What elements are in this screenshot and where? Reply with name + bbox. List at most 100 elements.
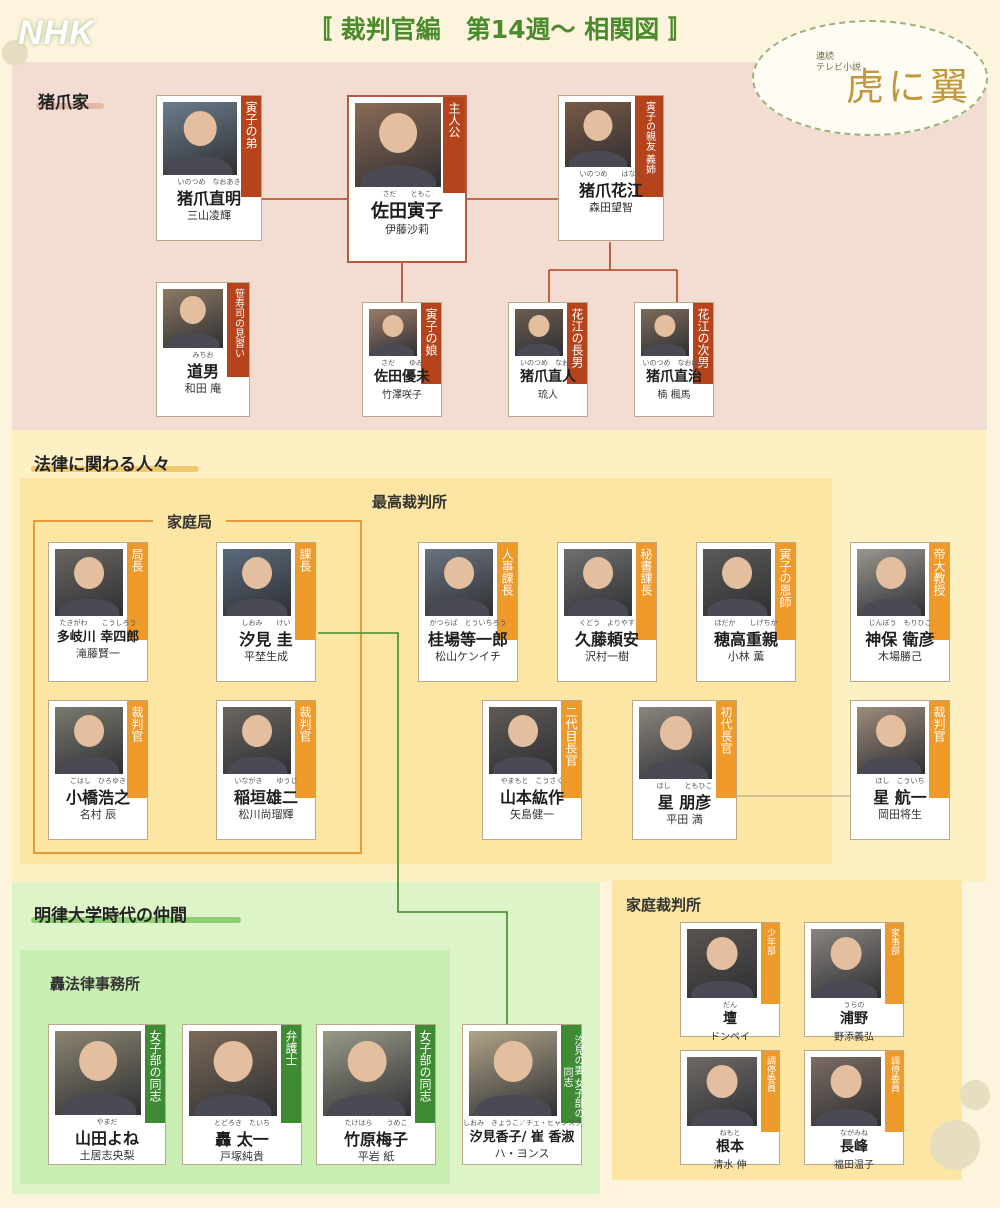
role-tag: 裁判官	[929, 701, 949, 798]
character-card-naoto[interactable]: 花江の長男いのつめ なおと猪爪直人琉人	[508, 302, 588, 417]
name-reading: たけはら うめこ	[344, 1119, 408, 1127]
portrait-body	[861, 757, 921, 774]
role-tag: 家事部	[885, 923, 903, 1004]
portrait-head	[74, 715, 104, 748]
name-reading: だん	[723, 1001, 737, 1009]
character-card-urano[interactable]: 家事部うらの浦野野添義弘	[804, 922, 904, 1043]
portrait-body	[194, 1094, 272, 1116]
character-card-kaoruko[interactable]: 汐見の妻 女子部の同志しおみ きょうこ／チェ・ヒャンスク汐見香子/ 崔 香淑ハ・…	[462, 1024, 583, 1165]
role-tag: 寅子の恩師	[775, 543, 795, 640]
role-tag: 笹寿司の見習い	[227, 283, 249, 377]
portrait-body	[166, 333, 220, 348]
role-tag-text: 花江の次男	[696, 308, 710, 368]
character-card-tomoko[interactable]: 主人公さだ ともこ佐田寅子伊藤沙莉	[347, 95, 467, 263]
character-card-dan[interactable]: 少年部だん壇ドンペイ	[680, 922, 780, 1043]
role-tag: 二代目長官	[561, 701, 581, 798]
role-tag: 花江の次男	[693, 303, 713, 384]
name-reading: しおみ きょうこ／チェ・ヒャンスク	[463, 1119, 582, 1127]
character-card-kohashi[interactable]: 裁判官こはし ひろゆき小橋浩之名村 辰	[48, 700, 148, 840]
character-card-todoroki[interactable]: 弁護士とどろき たいち轟 太一戸塚純貴	[182, 1024, 302, 1165]
character-card-umeko[interactable]: 女子部の同志たけはら うめこ竹原梅子平岩 紙	[316, 1024, 436, 1165]
actor-name: 平岩 紙	[357, 1150, 395, 1163]
role-tag: 寅子の親友 義姉	[635, 96, 663, 197]
portrait-head	[654, 314, 676, 338]
character-card-michio[interactable]: 笹寿司の見習いみちお道男和田 庵	[156, 282, 250, 417]
portrait-body	[59, 599, 119, 616]
character-card-hoshi_k[interactable]: 裁判官ほし こういち星 航一岡田将生	[850, 700, 950, 840]
portrait-body	[328, 1094, 406, 1116]
character-card-yamamoto[interactable]: 二代目長官やまもと こうさく山本紘作矢島健一	[482, 700, 582, 840]
role-tag: 調停委員	[885, 1051, 903, 1132]
role-tag: 調停委員	[761, 1051, 779, 1132]
portrait-head	[444, 557, 474, 590]
character-card-inagaki[interactable]: 裁判官いながき ゆうじ稲垣雄二松川尚瑠輝	[216, 700, 316, 840]
section-family: 猪爪家	[38, 93, 89, 113]
role-tag-text: 裁判官	[298, 706, 312, 742]
section-supreme-court: 最高裁判所	[372, 493, 448, 511]
role-tag: 汐見の妻 女子部の同志	[561, 1025, 583, 1123]
actor-name: 清水 伸	[713, 1160, 747, 1171]
role-tag-text: 裁判官	[932, 706, 946, 742]
role-tag-text: 少年部	[765, 928, 775, 955]
name-reading: たきがわ こうしろう	[59, 619, 137, 627]
character-name: 汐見香子/ 崔 香淑	[469, 1130, 575, 1145]
portrait-photo	[811, 1057, 881, 1126]
character-name: 壇	[723, 1011, 737, 1027]
role-tag-text: 課長	[298, 548, 312, 572]
character-name: 長峰	[840, 1139, 868, 1155]
character-card-jinbo[interactable]: 帝大教授じんぼう もりひこ神保 衛彦木場勝己	[850, 542, 950, 682]
character-name: 根本	[716, 1139, 744, 1155]
character-card-takigawa[interactable]: 局長たきがわ こうしろう多岐川 幸四郎滝藤賢一	[48, 542, 148, 682]
character-card-shiomi[interactable]: 課長しおみ けい汐見 圭平埜生成	[216, 542, 316, 682]
character-card-kudo[interactable]: 秘書課長くどう よりやす久藤頼安沢村一樹	[557, 542, 657, 682]
character-card-naoji[interactable]: 花江の次男いのつめ なおはる猪爪直治楠 楓馬	[634, 302, 714, 417]
portrait-head	[706, 937, 738, 971]
character-name: 桂場等一郎	[427, 630, 508, 649]
character-card-nemoto[interactable]: 調停委員ねもと根本清水 伸	[680, 1050, 780, 1171]
role-tag: 帝大教授	[929, 543, 949, 640]
character-card-katsuraba[interactable]: 人事課長かつらば とういちろう桂場等一郎松山ケンイチ	[418, 542, 518, 682]
actor-name: ハ・ヨンス	[494, 1147, 550, 1160]
name-reading: いのつめ なおと	[520, 359, 576, 367]
portrait-body	[691, 980, 753, 998]
character-card-hoshi_t[interactable]: 初代長官ほし ともひこ星 朋彦平田 満	[632, 700, 737, 840]
character-card-yone[interactable]: 女子部の同志やまだ山田よね土居志央梨	[48, 1024, 166, 1165]
portrait-photo	[163, 289, 223, 348]
nhk-logo: NHK	[18, 14, 95, 52]
character-card-hanae[interactable]: 寅子の親友 義姉いのつめ はなえ猪爪花江森田望智	[558, 95, 664, 241]
character-name: 穂高重親	[713, 630, 778, 649]
portrait-body	[360, 166, 436, 187]
portrait-body	[643, 761, 708, 779]
character-name: 多岐川 幸四郎	[56, 630, 140, 645]
drama-logo: 連続 テレビ小説 虎に翼	[752, 20, 988, 136]
portrait-head	[379, 113, 417, 154]
portrait-photo	[323, 1031, 411, 1116]
character-name: 汐見 圭	[239, 630, 293, 649]
actor-name: 沢村一樹	[585, 650, 629, 663]
portrait-photo	[55, 1031, 141, 1115]
portrait-body	[60, 1094, 136, 1115]
portrait-head	[722, 557, 752, 590]
role-tag: 寅子の娘	[421, 303, 441, 384]
portrait-photo	[687, 1057, 757, 1126]
character-card-hodaka[interactable]: 寅子の恩師ほだか しげちか穂高重親小林 薫	[696, 542, 796, 682]
character-card-yumi[interactable]: 寅子の娘さだ ゆみ佐田優未竹澤咲子	[362, 302, 442, 417]
portrait-photo	[857, 707, 925, 774]
portrait-head	[242, 715, 272, 748]
character-card-naoaki[interactable]: 寅子の弟いのつめ なおあき猪爪直明三山凌輝	[156, 95, 262, 241]
actor-name: 伊藤沙莉	[385, 223, 429, 236]
character-card-nagamine[interactable]: 調停委員ながみね長峰福田温子	[804, 1050, 904, 1171]
role-tag: 女子部の同志	[415, 1025, 435, 1123]
portrait-photo	[189, 1031, 277, 1116]
actor-name: 滝藤賢一	[76, 647, 120, 660]
character-name: 轟 太一	[215, 1130, 269, 1149]
actor-name: ドンペイ	[710, 1032, 750, 1043]
portrait-photo	[469, 1031, 557, 1116]
portrait-head	[830, 1065, 862, 1099]
section-underline	[36, 103, 104, 109]
portrait-head	[659, 715, 692, 751]
portrait-photo	[515, 309, 563, 356]
role-tag: 裁判官	[295, 701, 315, 798]
character-name: 星 朋彦	[657, 793, 712, 812]
name-reading: かつらば とういちろう	[429, 619, 507, 627]
